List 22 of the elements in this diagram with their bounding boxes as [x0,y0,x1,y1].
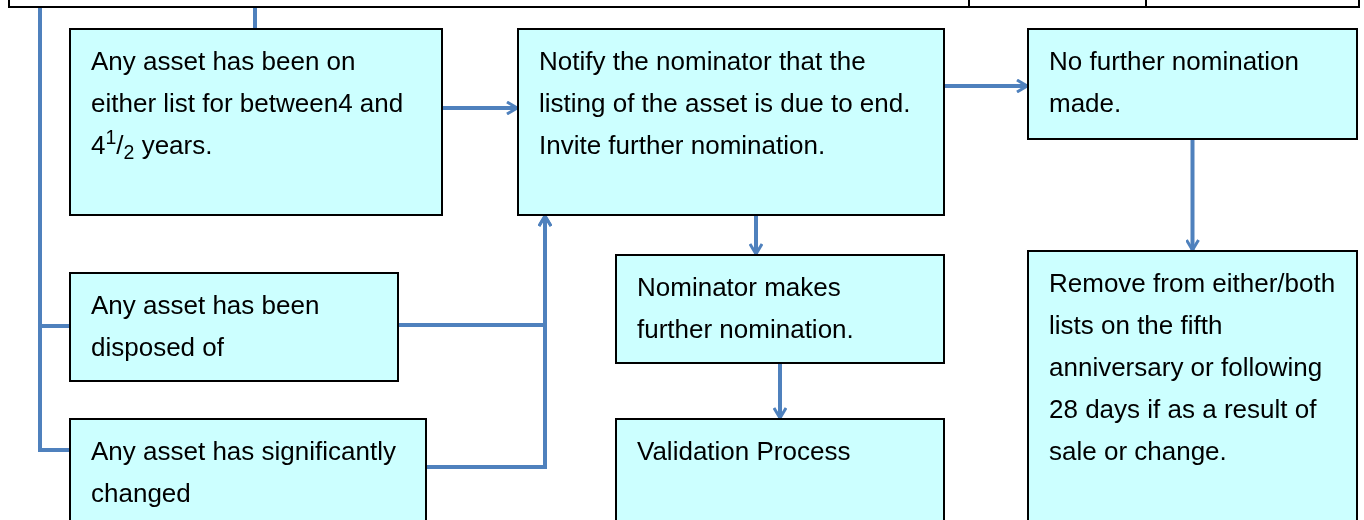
process-box [1027,28,1358,140]
arrow [443,100,519,116]
arrow [1185,140,1200,252]
process-box [69,28,443,216]
box-text: Any asset has been on either list for between4 and 4$^{1}$/$_{2}$ years. [91,45,405,165]
process-box [615,418,945,520]
process-box [615,254,945,364]
arrow [772,364,788,420]
box-text: Notify the nominator that the listing of the asset is due to end. Invite further nomination. [539,45,912,162]
arrow [945,78,1029,94]
box-text: Remove from either/both lists on the fifth anniversary or following 28 days if as a result of sale or change. [1049,267,1336,468]
box-text: Nominator makes further nomination. [637,271,855,346]
process-box [69,272,399,382]
process-box [1027,250,1358,520]
arrow [748,216,764,256]
box-text: Any asset has been disposed of [91,289,321,364]
process-box [69,418,427,520]
box-text: Validation Process [637,435,852,468]
box-text: Any asset has significantly changed [91,435,397,510]
process-box [517,28,945,216]
arrow [427,214,553,469]
box-text: No further nomination made. [1049,45,1301,120]
